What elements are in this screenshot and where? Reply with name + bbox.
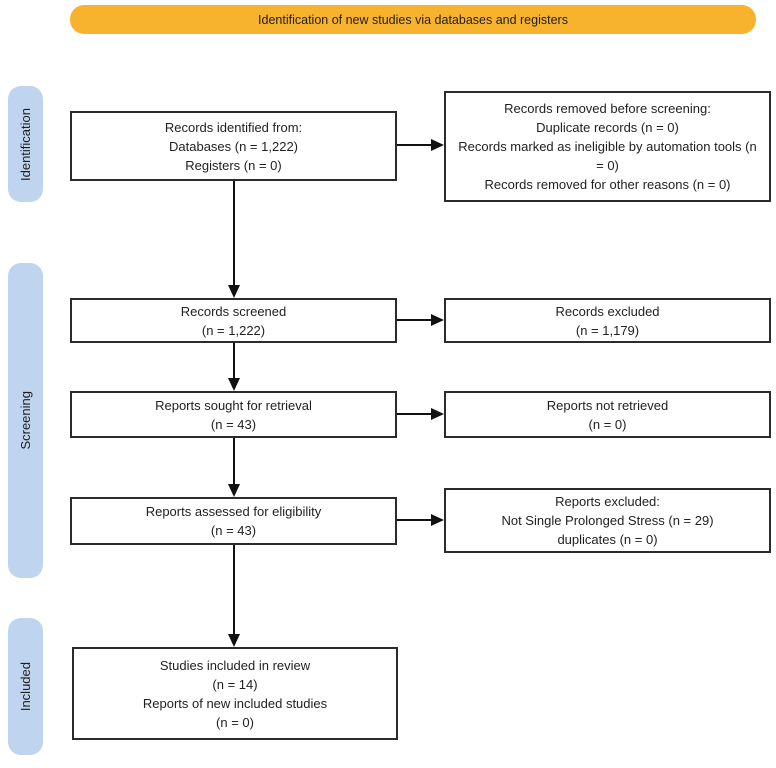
- arrowhead-down-icon: [228, 378, 240, 391]
- box-line: (n = 43): [210, 416, 257, 432]
- box-line: duplicates (n = 0): [557, 532, 658, 547]
- box-line: Reports excluded:: [555, 494, 660, 509]
- arrow-line: [397, 413, 435, 415]
- arrow-line: [397, 319, 435, 321]
- stage-identification-label: Identification: [18, 107, 33, 181]
- arrowhead-right-icon: [431, 314, 444, 326]
- arrowhead-down-icon: [228, 484, 240, 497]
- box-reports-not-retrieved: Reports not retrieved (n = 0): [444, 391, 771, 438]
- box-line: Records removed before screening:: [504, 101, 711, 116]
- box-records-screened: Records screened (n = 1,222): [70, 298, 397, 343]
- box-line: (n = 0): [588, 416, 627, 432]
- box-reports-assessed: Reports assessed for eligibility (n = 43…: [70, 497, 397, 545]
- box-records-excluded: Records excluded (n = 1,179): [444, 298, 771, 343]
- box-line: (n = 0): [216, 714, 254, 730]
- box-line: Reports sought for retrieval: [155, 397, 312, 413]
- arrow-line: [397, 519, 435, 521]
- box-line: Registers (n = 0): [185, 157, 282, 173]
- box-line: Reports not retrieved: [546, 397, 669, 413]
- box-line: (n = 1,179): [575, 322, 640, 338]
- stage-screening-label: Screening: [18, 391, 33, 450]
- arrow-line: [233, 181, 235, 289]
- box-reports-sought: Reports sought for retrieval (n = 43): [70, 391, 397, 438]
- banner-identification-of-new-studies: Identification of new studies via databa…: [70, 5, 756, 34]
- box-line: Records identified from:: [164, 119, 303, 135]
- arrowhead-right-icon: [431, 514, 444, 526]
- box-line: Records excluded: [555, 303, 660, 319]
- arrow-line: [397, 144, 435, 146]
- box-line: Reports assessed for eligibility: [145, 504, 322, 519]
- box-line: Reports of new included studies: [142, 695, 328, 711]
- box-records-identified: Records identified from: Databases (n = …: [70, 111, 397, 181]
- arrow-line: [233, 545, 235, 638]
- stage-included-label: Included: [18, 661, 33, 712]
- arrowhead-down-icon: [228, 285, 240, 298]
- banner-label: Identification of new studies via databa…: [258, 12, 568, 27]
- box-line: Studies included in review: [159, 657, 311, 673]
- box-line: Databases (n = 1,222): [169, 138, 298, 154]
- box-line: (n = 1,222): [201, 322, 266, 338]
- stage-included: Included: [8, 618, 43, 755]
- box-line: Duplicate records (n = 0): [536, 120, 679, 135]
- box-line: Records removed for other reasons (n = 0…: [484, 177, 731, 192]
- box-line: (n = 14): [212, 676, 258, 692]
- box-line: Records screened: [180, 303, 287, 319]
- arrowhead-right-icon: [431, 408, 444, 420]
- box-reports-excluded: Reports excluded: Not Single Prolonged S…: [444, 488, 771, 553]
- arrowhead-right-icon: [431, 139, 444, 151]
- stage-screening: Screening: [8, 263, 43, 578]
- box-records-removed: Records removed before screening: Duplic…: [444, 91, 771, 202]
- stage-identification: Identification: [8, 86, 43, 202]
- box-line: Records marked as ineligible by automati…: [458, 139, 757, 173]
- arrow-line: [233, 343, 235, 382]
- box-line: (n = 43): [210, 523, 257, 538]
- arrow-line: [233, 438, 235, 488]
- box-line: Not Single Prolonged Stress (n = 29): [501, 513, 714, 528]
- box-studies-included: Studies included in review (n = 14) Repo…: [72, 647, 398, 740]
- arrowhead-down-icon: [228, 634, 240, 647]
